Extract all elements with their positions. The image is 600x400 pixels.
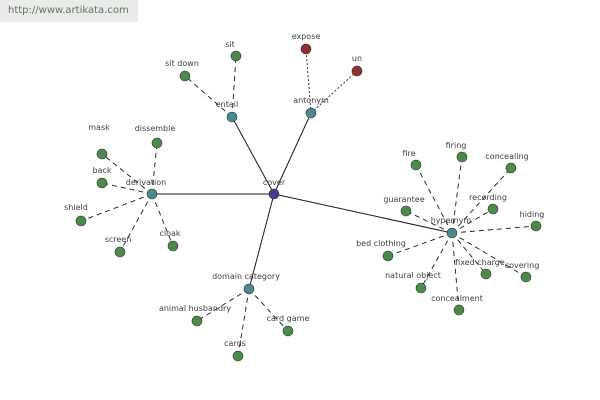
leaf-fire-label: fire	[402, 149, 415, 158]
watermark-link[interactable]: http://www.artikata.com	[8, 5, 129, 16]
leaf-fixed-charge-label: fixed charge	[455, 258, 505, 267]
edge-domain-category-cards	[237, 288, 250, 357]
leaf-concealing-node[interactable]	[505, 162, 517, 174]
edge-hypernym-hiding	[451, 225, 537, 234]
edge-entail-sit	[231, 55, 237, 118]
leaf-card-game-node[interactable]	[282, 325, 294, 337]
edge-derivation-cloak	[151, 193, 174, 247]
leaf-mask-label: mask	[88, 123, 110, 132]
leaf-expose-node[interactable]	[300, 43, 312, 55]
leaf-cards-node[interactable]	[232, 350, 244, 362]
leaf-back-label: back	[92, 166, 111, 175]
category-antonym-label: antonym	[293, 96, 329, 105]
edge-hypernym-fire	[415, 164, 453, 234]
leaf-sit-down-node[interactable]	[179, 70, 191, 82]
leaf-animal-husbandry-label: animal husbandry	[159, 304, 231, 313]
watermark-bar: http://www.artikata.com	[0, 0, 138, 22]
category-antonym-node[interactable]	[305, 107, 317, 119]
leaf-hiding-node[interactable]	[530, 220, 542, 232]
leaf-un-node[interactable]	[351, 65, 363, 77]
leaf-concealment-node[interactable]	[453, 304, 465, 316]
leaf-dissemble-node[interactable]	[151, 137, 163, 149]
edge-hypernym-natural-object	[420, 232, 453, 289]
edge-hypernym-concealing	[451, 167, 512, 234]
leaf-firing-node[interactable]	[456, 151, 468, 163]
category-entail-label: entail	[216, 100, 238, 109]
leaf-expose-label: expose	[292, 32, 321, 41]
leaf-fixed-charge-node[interactable]	[480, 268, 492, 280]
edge-entail-sit-down	[184, 75, 233, 118]
leaf-hiding-label: hiding	[520, 210, 545, 219]
leaf-shield-label: shield	[64, 203, 88, 212]
leaf-covering-node[interactable]	[520, 271, 532, 283]
edge-cover-entail	[231, 116, 275, 195]
edge-cover-hypernym	[273, 193, 453, 234]
leaf-bed-clothing-node[interactable]	[382, 250, 394, 262]
edge-domain-category-card-game	[248, 288, 289, 332]
edge-antonym-un	[310, 70, 358, 114]
leaf-recording-node[interactable]	[487, 203, 499, 215]
leaf-sit-label: sit	[225, 40, 235, 49]
leaf-cloak-node[interactable]	[167, 240, 179, 252]
leaf-firing-label: firing	[446, 141, 467, 150]
category-derivation-label: derivation	[126, 178, 166, 187]
edge-hypernym-recording	[451, 208, 494, 234]
edge-antonym-expose	[305, 48, 312, 114]
leaf-guarantee-node[interactable]	[400, 205, 412, 217]
leaf-concealment-label: concealment	[431, 294, 483, 303]
leaf-fire-node[interactable]	[410, 159, 422, 171]
leaf-cards-label: cards	[224, 339, 246, 348]
edge-derivation-shield	[80, 193, 153, 222]
nodes-layer	[75, 43, 542, 362]
leaf-screen-label: screen	[105, 235, 132, 244]
center-cover-label: cover	[263, 178, 286, 187]
edge-hypernym-bed-clothing	[387, 232, 453, 257]
leaf-natural-object-label: natural object	[385, 271, 441, 280]
labels-layer: mask dissemble back shield screen cloak deriva…	[64, 32, 544, 348]
center-cover-node[interactable]	[268, 188, 280, 200]
edge-hypernym-concealment	[451, 232, 460, 311]
category-domain-category-node[interactable]	[243, 283, 255, 295]
category-entail-node[interactable]	[226, 111, 238, 123]
leaf-screen-node[interactable]	[114, 246, 126, 258]
category-hypernym-label: hypernym	[431, 216, 472, 225]
leaf-concealing-label: concealing	[485, 152, 528, 161]
category-hypernym-node[interactable]	[446, 227, 458, 239]
leaf-sit-down-label: sit down	[165, 59, 199, 68]
edge-hypernym-firing	[451, 156, 463, 234]
leaf-guarantee-label: guarantee	[383, 195, 424, 204]
leaf-covering-label: covering	[505, 261, 540, 270]
edge-hypernym-fixed-charge	[451, 232, 487, 275]
edge-cover-antonym	[273, 112, 312, 195]
leaf-shield-node[interactable]	[75, 215, 87, 227]
edge-cover-domain-category	[248, 193, 275, 290]
leaf-natural-object-node[interactable]	[415, 282, 427, 294]
leaf-un-label: un	[352, 54, 362, 63]
leaf-mask-node[interactable]	[96, 148, 108, 160]
leaf-animal-husbandry-node[interactable]	[191, 315, 203, 327]
leaf-dissemble-label: dissemble	[135, 124, 176, 133]
leaf-card-game-label: card game	[267, 314, 310, 323]
leaf-recording-label: recording	[469, 193, 507, 202]
edge-derivation-mask	[101, 153, 153, 195]
edges-layer	[80, 48, 537, 357]
leaf-sit-node[interactable]	[230, 50, 242, 62]
leaf-cloak-label: cloak	[159, 229, 180, 238]
edge-domain-category-animal-husbandry	[196, 288, 250, 322]
leaf-back-node[interactable]	[96, 177, 108, 189]
category-domain-category-label: domain category	[212, 272, 280, 281]
leaf-bed-clothing-label: bed clothing	[356, 239, 406, 248]
edge-derivation-screen	[119, 193, 153, 253]
category-derivation-node[interactable]	[146, 188, 158, 200]
